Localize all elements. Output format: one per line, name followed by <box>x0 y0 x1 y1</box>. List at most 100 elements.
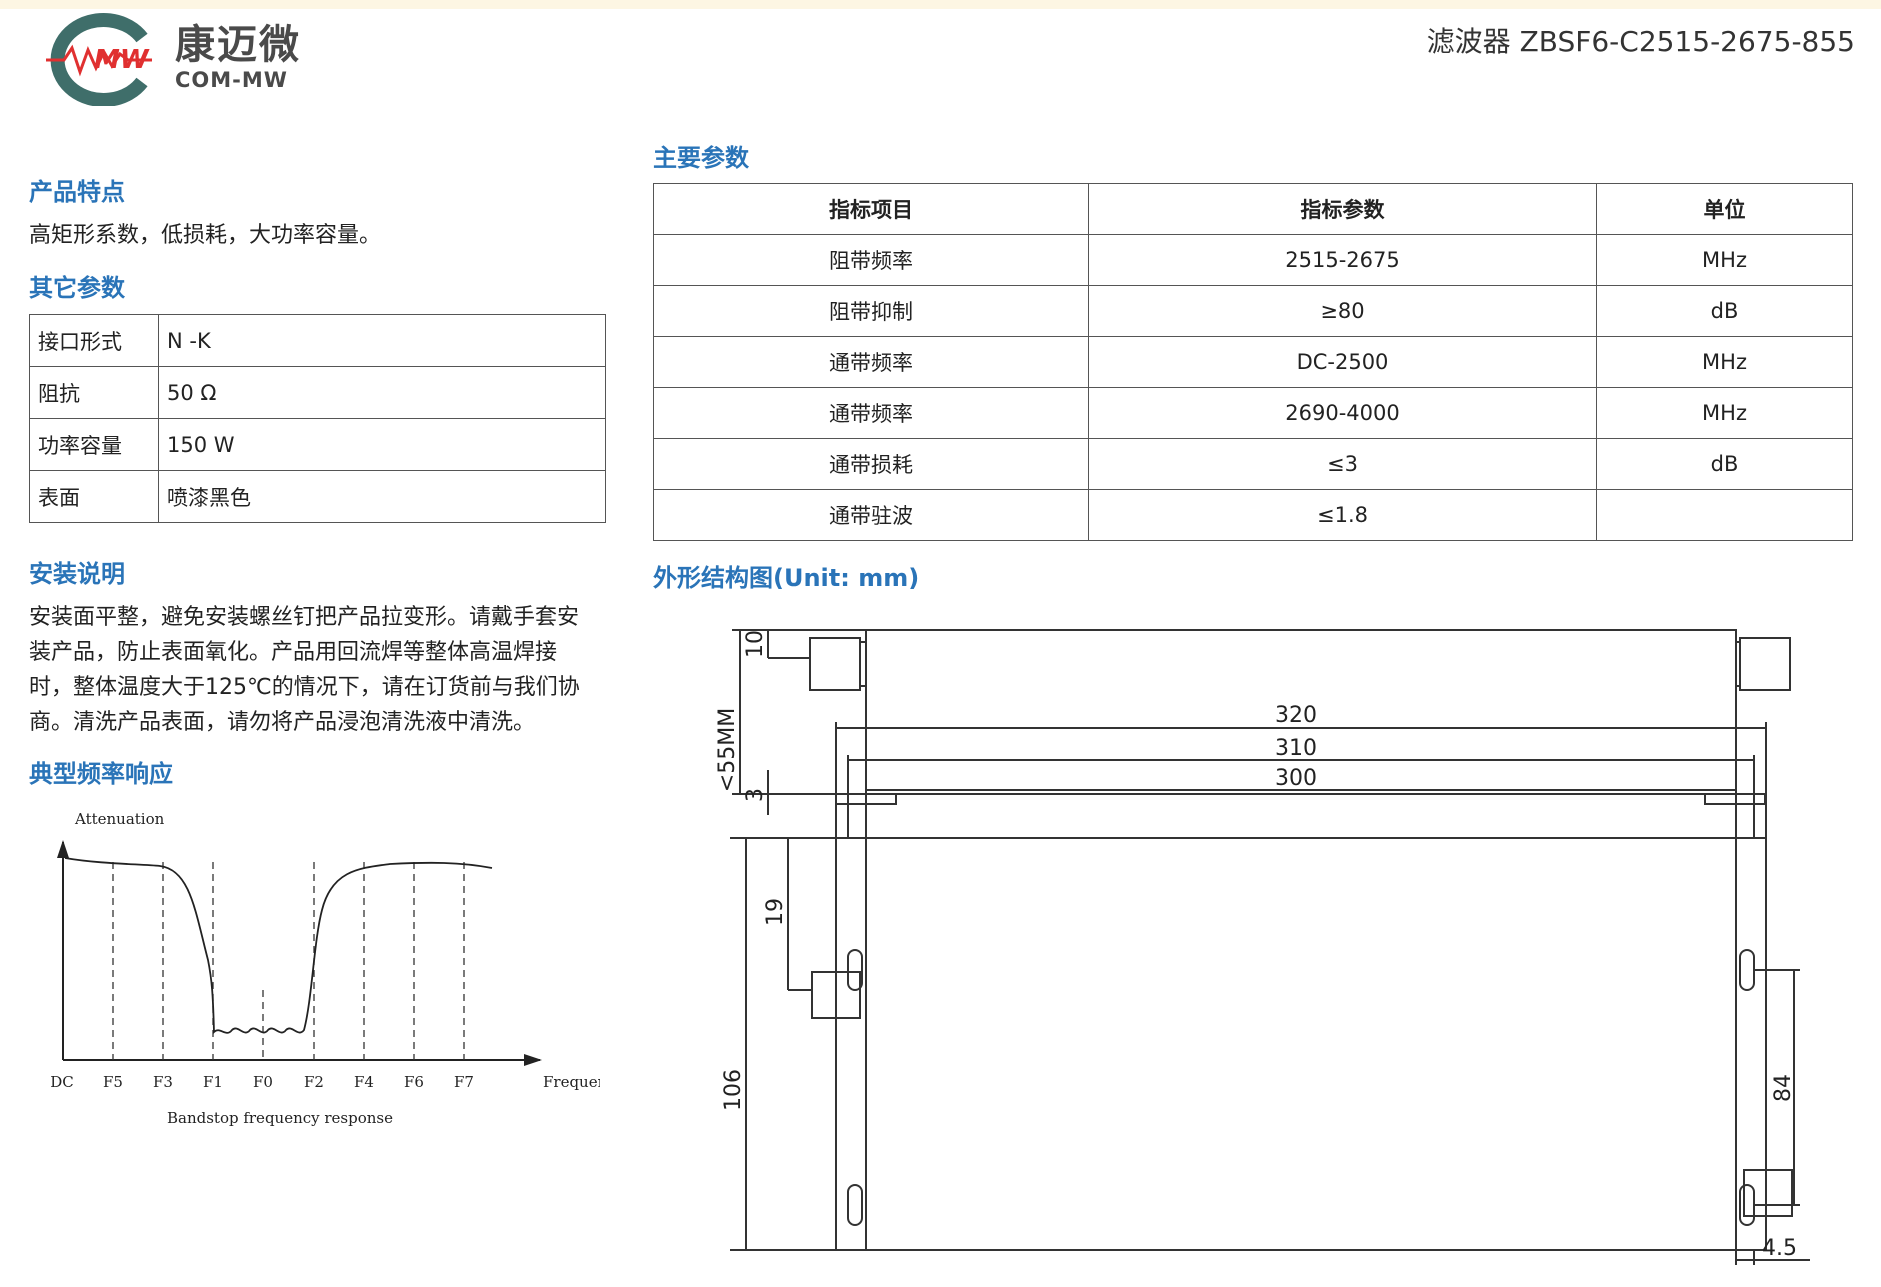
table-cell: DC-2500 <box>1088 336 1597 388</box>
tick-label: F7 <box>454 1073 474 1091</box>
response-curve <box>64 857 493 1035</box>
dim-label-3: 3 <box>743 788 768 802</box>
table-row: 功率容量 150 W <box>29 418 606 471</box>
connector-top-view-left-icon <box>811 971 861 1019</box>
mount-slot-top-right <box>1739 949 1755 991</box>
mount-slot-top-left <box>847 949 863 991</box>
table-cell: 阻带抑制 <box>653 285 1089 337</box>
table-row: 通带频率 DC-2500 MHz <box>653 336 1853 388</box>
dim-label-320: 320 <box>1275 703 1317 728</box>
param-value: 喷漆黑色 <box>158 470 606 523</box>
x-axis-ticks: DC F5 F3 F1 F0 F2 F4 F6 F7 <box>50 1073 474 1091</box>
param-value: 150 W <box>158 418 606 471</box>
frequency-markers <box>112 862 465 1060</box>
mount-slot-bottom-right <box>1739 1184 1755 1226</box>
y-axis-label: Attenuation <box>74 810 165 828</box>
table-cell: 通带频率 <box>653 336 1089 388</box>
tick-label: F6 <box>404 1073 424 1091</box>
table-cell: ≤3 <box>1088 438 1597 490</box>
outline-drawing: <55MM <55MM 10 3 320 310 300 19 106 84 4… <box>715 629 1810 1265</box>
connector-right-icon <box>1739 637 1791 691</box>
dim-label-10: 10 <box>743 630 768 658</box>
table-row: 通带频率 2690-4000 MHz <box>653 387 1853 439</box>
table-cell: dB <box>1596 438 1853 490</box>
brand-logo: MW <box>24 10 324 107</box>
dim-label-84: 84 <box>1771 1074 1796 1102</box>
dim-label-55: <55MM <box>715 708 740 792</box>
install-line: 商。清洗产品表面，请勿将产品浸泡清洗液中清洗。 <box>29 710 536 735</box>
install-line: 时，整体温度大于125℃的情况下，请在订货前与我们协 <box>29 675 580 700</box>
mount-slot-bottom-left <box>847 1184 863 1226</box>
table-cell: 通带驻波 <box>653 489 1089 541</box>
svg-text:MW: MW <box>94 45 150 75</box>
table-row: 表面 喷漆黑色 <box>29 470 606 523</box>
main-params-table: 指标项目 指标参数 单位 阻带频率 2515-2675 MHz 阻带抑制 ≥80… <box>653 183 1853 541</box>
dim-label-310: 310 <box>1275 736 1317 761</box>
tick-label: DC <box>50 1073 74 1091</box>
tick-label: F3 <box>153 1073 173 1091</box>
param-label: 接口形式 <box>29 314 159 367</box>
frequency-response-diagram: Attenuation DC F5 F3 F1 F0 F2 F4 F6 F7 F… <box>50 810 600 1127</box>
response-heading: 典型频率响应 <box>29 760 173 788</box>
table-cell: 通带频率 <box>653 387 1089 439</box>
tick-label: F5 <box>103 1073 123 1091</box>
table-cell: MHz <box>1596 234 1853 286</box>
param-label: 功率容量 <box>29 418 159 471</box>
install-heading: 安装说明 <box>29 560 125 588</box>
tick-label: F4 <box>354 1073 374 1091</box>
document-title: 滤波器 ZBSF6-C2515-2675-855 <box>1426 25 1855 58</box>
y-axis-arrow-icon <box>57 840 69 858</box>
tick-label: F2 <box>304 1073 324 1091</box>
table-cell: 阻带频率 <box>653 234 1089 286</box>
dim-label-19: 19 <box>763 898 788 926</box>
table-row: 阻带频率 2515-2675 MHz <box>653 234 1853 286</box>
table-cell: ≤1.8 <box>1088 489 1597 541</box>
table-row: 阻带抑制 ≥80 dB <box>653 285 1853 337</box>
tick-label: F1 <box>203 1073 223 1091</box>
top-view-body <box>865 837 1737 1251</box>
column-header: 单位 <box>1596 183 1853 235</box>
x-axis-arrow-icon <box>524 1054 542 1066</box>
main-params-heading: 主要参数 <box>653 144 749 172</box>
install-line: 安装面平整，避免安装螺丝钉把产品拉变形。请戴手套安 <box>29 605 580 630</box>
install-line: 装产品，防止表面氧化。产品用回流焊等整体高温焊接 <box>29 640 558 665</box>
table-cell: ≥80 <box>1088 285 1597 337</box>
connector-top-view-right-icon <box>1743 1169 1793 1217</box>
other-params-table: 接口形式 N -K 阻抗 50 Ω 功率容量 150 W 表面 喷漆黑色 <box>29 314 606 523</box>
table-cell: 通带损耗 <box>653 438 1089 490</box>
brand-name-en: COM-MW <box>175 68 288 92</box>
param-label: 阻抗 <box>29 366 159 419</box>
table-row: 通带损耗 ≤3 dB <box>653 438 1853 490</box>
install-text: 安装面平整，避免安装螺丝钉把产品拉变形。请戴手套安 装产品，防止表面氧化。产品用… <box>29 600 609 740</box>
table-cell: dB <box>1596 285 1853 337</box>
top-view-flange <box>835 837 1767 1251</box>
table-cell: MHz <box>1596 387 1853 439</box>
table-cell: MHz <box>1596 336 1853 388</box>
table-cell: 2515-2675 <box>1088 234 1597 286</box>
dim-label-106: 106 <box>721 1069 746 1111</box>
table-row: 通带驻波 ≤1.8 <box>653 489 1853 541</box>
table-row: 阻抗 50 Ω <box>29 366 606 419</box>
dim-label-45: 4.5 <box>1762 1236 1797 1261</box>
column-header: 指标项目 <box>653 183 1089 235</box>
logo-mark-icon: MW <box>46 13 152 107</box>
param-label: 表面 <box>29 470 159 523</box>
side-view-body <box>865 629 1737 795</box>
x-axis-label: Frequency <box>543 1073 600 1091</box>
diagram-caption: Bandstop frequency response <box>167 1109 393 1127</box>
other-params-heading: 其它参数 <box>29 274 125 302</box>
table-header-row: 指标项目 指标参数 单位 <box>653 183 1853 235</box>
features-text: 高矩形系数，低损耗，大功率容量。 <box>29 223 382 248</box>
outline-heading: 外形结构图(Unit: mm) <box>653 564 920 592</box>
brand-name-cn: 康迈微 <box>175 22 301 68</box>
connector-left-icon <box>809 637 861 691</box>
table-cell <box>1596 489 1853 541</box>
table-row: 接口形式 N -K <box>29 314 606 367</box>
dim-label-300: 300 <box>1275 766 1317 791</box>
features-heading: 产品特点 <box>29 178 125 206</box>
table-cell: 2690-4000 <box>1088 387 1597 439</box>
tick-label: F0 <box>253 1073 273 1091</box>
param-value: 50 Ω <box>158 366 606 419</box>
column-header: 指标参数 <box>1088 183 1597 235</box>
top-accent-bar <box>0 0 1881 9</box>
